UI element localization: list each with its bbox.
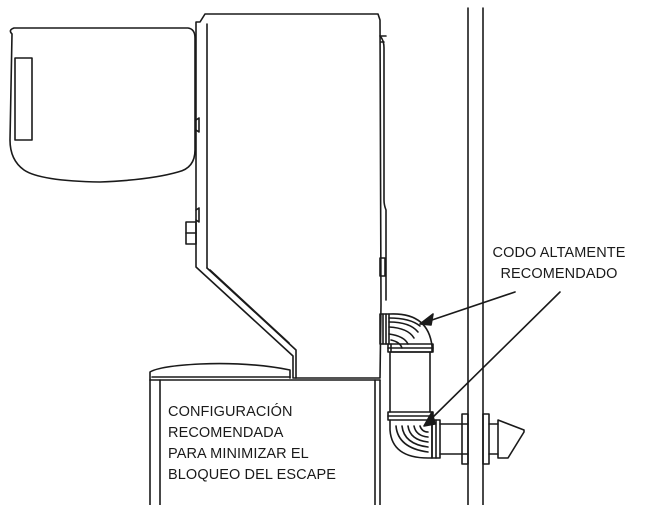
vent-hood — [497, 419, 525, 459]
pedestal — [149, 362, 381, 505]
lower-elbow — [389, 419, 433, 459]
config-callout-line-1: CONFIGURACIÓN — [168, 404, 293, 420]
config-callout-label: CONFIGURACIÓN RECOMENDADA PARA MINIMIZAR… — [168, 402, 336, 486]
callout-arrows — [419, 291, 561, 427]
vent-pipe — [379, 313, 525, 465]
elbow-callout-line-1: CODO ALTAMENTE — [492, 245, 626, 261]
door-handle — [14, 57, 33, 141]
arrow-head-lower — [423, 411, 436, 427]
upper-elbow — [388, 313, 433, 353]
config-callout-line-3: PARA MINIMIZAR EL — [168, 446, 309, 462]
elbow-callout-line-2: RECOMENDADO — [500, 266, 618, 282]
appliance-door — [9, 27, 196, 183]
config-callout-line-2: RECOMENDADA — [168, 425, 284, 441]
elbow-callout-label: CODO ALTAMENTE RECOMENDADO — [470, 243, 648, 285]
config-callout-line-4: BLOQUEO DEL ESCAPE — [168, 467, 337, 483]
arrow-head-upper — [419, 313, 434, 326]
appliance-body — [185, 13, 387, 379]
